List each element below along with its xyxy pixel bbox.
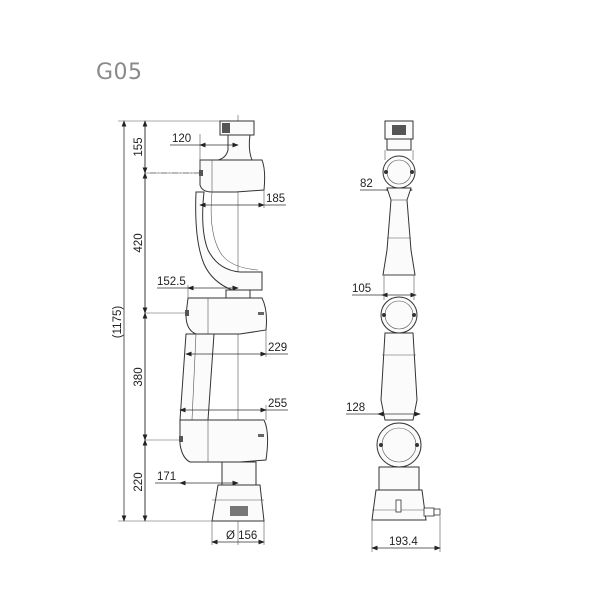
dim-segment-1: 155 bbox=[133, 137, 145, 156]
dim-229: 229 bbox=[268, 342, 287, 354]
side-view: (1175) 155 420 380 220 bbox=[112, 115, 288, 545]
dim-152-5: 152.5 bbox=[157, 276, 186, 288]
dim-255: 255 bbox=[268, 398, 287, 410]
dim-185: 185 bbox=[266, 193, 285, 205]
dim-120: 120 bbox=[172, 133, 191, 145]
dim-105: 105 bbox=[352, 283, 371, 295]
dim-base-width: 193.4 bbox=[389, 536, 418, 548]
front-view: 82 105 128 bbox=[346, 120, 441, 552]
dim-segment-2: 420 bbox=[133, 233, 145, 252]
model-title: G05 bbox=[96, 60, 143, 85]
dim-segment-3: 380 bbox=[133, 367, 145, 386]
dim-82: 82 bbox=[360, 178, 373, 190]
dim-segment-4: 220 bbox=[133, 472, 145, 491]
dim-171: 171 bbox=[157, 471, 176, 483]
dim-128: 128 bbox=[346, 402, 365, 414]
dim-base-diameter: Ø 156 bbox=[226, 530, 257, 542]
dim-overall-height: (1175) bbox=[112, 306, 124, 339]
